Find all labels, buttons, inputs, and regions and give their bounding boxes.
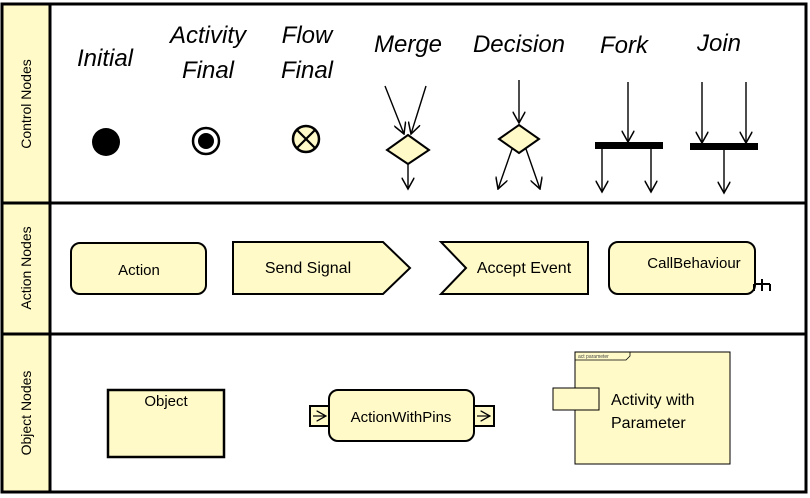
join-title: Join [696,30,741,57]
activity-parameter-node[interactable] [552,387,600,411]
lane-label-action: Action Nodes [18,226,34,309]
action-with-pins-node[interactable]: ActionWithPins [309,389,495,442]
activity-parameter-label-1: Activity with [611,392,695,409]
lane-label-object: Object Nodes [18,371,34,456]
join-node[interactable] [690,82,758,193]
activity-parameter-frame[interactable]: act parameter Activity with Parameter [552,351,731,465]
send-signal-label: Send Signal [265,260,351,277]
call-behaviour-node[interactable]: CallBehaviour [608,241,771,295]
activity-final-title-2: Final [182,57,235,84]
fork-title: Fork [600,32,650,59]
activity-parameter-label-2: Parameter [611,415,686,432]
rake-icon [753,279,771,291]
initial-node[interactable] [92,128,120,156]
object-label: Object [144,393,188,410]
action-with-pins-label: ActionWithPins [351,409,452,426]
call-behaviour-label: CallBehaviour [647,255,740,272]
lane-label-control: Control Nodes [18,59,34,149]
send-signal-node[interactable]: Send Signal [232,241,412,295]
flow-final-title-1: Flow [282,22,334,49]
fork-node[interactable] [595,82,663,192]
merge-title: Merge [374,31,442,58]
merge-node[interactable] [384,85,431,189]
decision-node[interactable] [498,80,540,189]
activity-final-title-1: Activity [168,22,248,49]
activity-frame-label: act parameter [578,354,609,360]
initial-title: Initial [77,45,134,72]
decision-title: Decision [473,31,565,58]
action-node[interactable]: Action [70,242,207,295]
flow-final-node[interactable] [291,124,321,154]
lane-header-column [3,5,49,491]
accept-event-node[interactable]: Accept Event [438,241,589,295]
activity-final-node[interactable] [191,126,221,156]
object-node[interactable]: Object [106,388,226,459]
flow-final-title-2: Final [281,57,334,84]
accept-event-label: Accept Event [477,260,572,277]
action-label: Action [118,262,160,279]
